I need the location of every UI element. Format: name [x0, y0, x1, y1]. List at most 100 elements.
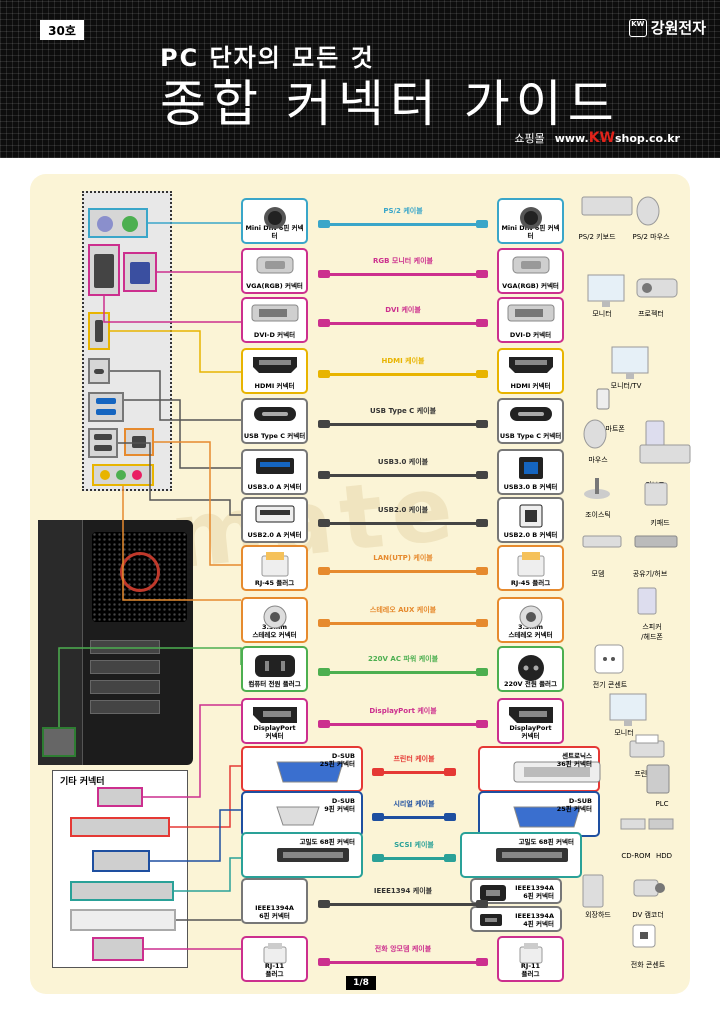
device-label: 프린터 — [634, 770, 654, 778]
connector-icon — [518, 456, 544, 484]
cable-plug — [318, 519, 330, 527]
left-connector: DVI-D 커넥터 — [241, 297, 308, 343]
device-label: 프로젝터 — [638, 310, 664, 318]
device-label: 스마트폰 — [599, 425, 625, 433]
right-connector: USB Type C 커넥터 — [497, 398, 564, 444]
expansion-slot — [90, 640, 160, 654]
brand-name: 강원전자 — [650, 19, 706, 37]
device-label: PLC — [655, 800, 669, 808]
cable-label: DisplayPort 케이블 — [369, 707, 437, 715]
cable-label: HDMI 케이블 — [381, 357, 425, 365]
cable-plug — [476, 220, 488, 228]
left-connector: DisplayPort 커넥터 — [241, 698, 308, 744]
connector-icon — [518, 943, 544, 969]
right-connector: USB2.0 B 커넥터 — [497, 497, 564, 543]
connector-icon — [511, 255, 551, 279]
camcorder-icon — [632, 874, 666, 904]
cable-label: PS/2 케이블 — [383, 207, 423, 215]
connector-label: DisplayPort 커넥터 — [253, 724, 296, 740]
connector-icon — [478, 912, 504, 932]
connector-label: RJ-11 플러그 — [520, 962, 541, 978]
left-connector: Mini DIN 6핀 커넥터 — [241, 198, 308, 244]
connector-label: D-SUB 25핀 커넥터 — [556, 797, 592, 813]
connector-icon — [253, 653, 297, 683]
connector-icon — [262, 943, 288, 969]
cable-label: USB Type C 케이블 — [369, 407, 437, 415]
cable — [382, 857, 446, 860]
cable-label: 전화 앙모뎀 케이블 — [374, 945, 432, 953]
connector-label: DisplayPort 커넥터 — [509, 724, 552, 740]
connector-label: 고밀도 68핀 커넥터 — [299, 838, 355, 846]
cable-plug — [476, 270, 488, 278]
shop-url-suffix: shop.co.kr — [615, 132, 680, 145]
right-connector: Mini DIN 6핀 커넥터 — [497, 198, 564, 244]
page-title: 종합 커넥터 가이드 — [160, 75, 620, 133]
left-connector: USB3.0 A 커넥터 — [241, 449, 308, 495]
device-label: 공유기/허브 — [632, 570, 668, 578]
typec-port-block — [88, 358, 110, 384]
connector-label: USB2.0 A 커넥터 — [247, 531, 302, 539]
cable-plug — [476, 567, 488, 575]
right-connector-top: IEEE1394A 6핀 커넥터 — [470, 878, 562, 904]
connector-label: USB2.0 B 커넥터 — [503, 531, 558, 539]
cable-plug — [476, 720, 488, 728]
speaker-icon — [636, 586, 658, 620]
cable — [328, 223, 478, 226]
cable-plug — [444, 768, 456, 776]
cable — [328, 522, 478, 525]
cable — [328, 474, 478, 477]
psu-inlet — [42, 727, 76, 757]
issue-number: 30호 — [40, 20, 84, 40]
connector-label: 고밀도 68핀 커넥터 — [518, 838, 574, 846]
left-connector: RJ-45 플러그 — [241, 545, 308, 591]
device-label: 모니터 — [614, 729, 634, 737]
right-connector: RJ-11 플러그 — [497, 936, 564, 982]
keypad-icon — [644, 482, 668, 510]
expansion-slot — [90, 700, 160, 714]
connector-icon — [507, 304, 555, 326]
right-connector-bottom: IEEE1394A 4핀 커넥터 — [470, 906, 562, 932]
mouse-icon — [635, 196, 661, 230]
phone-outlet-icon — [632, 924, 656, 952]
router-icon — [634, 533, 678, 553]
device-label: 키패드 — [650, 519, 670, 527]
cable-plug — [444, 813, 456, 821]
connector-label: Mini DIN 6핀 커넥터 — [245, 224, 304, 240]
connector-icon — [478, 883, 508, 907]
connector-label: RJ-45 플러그 — [510, 579, 551, 587]
modem-icon — [582, 533, 622, 553]
left-connector: IEEE1394A 6핀 커넥터 — [241, 878, 308, 924]
cable-plug — [476, 319, 488, 327]
cable — [328, 622, 478, 625]
monitor-icon — [608, 692, 648, 732]
cable — [328, 961, 478, 964]
connector-icon — [519, 504, 543, 532]
connector-label: VGA(RGB) 커넥터 — [246, 282, 303, 290]
left-connector: D-SUB 9핀 커넥터 — [241, 791, 363, 837]
right-connector: 고밀도 68핀 커넥터 — [460, 832, 582, 878]
cable-plug — [476, 900, 488, 908]
connector-label: Mini DIN 6핀 커넥터 — [501, 224, 560, 240]
plc-icon — [646, 764, 670, 798]
left-connector: HDMI 커넥터 — [241, 348, 308, 394]
vga-port-block — [123, 252, 157, 292]
cable-plug — [476, 668, 488, 676]
ps2-port-block — [88, 208, 148, 238]
connector-icon — [260, 552, 290, 582]
outlet-icon — [594, 644, 624, 678]
connector-label: D-SUB 25핀 커넥터 — [319, 752, 355, 768]
connector-label: IEEE1394A 6핀 커넥터 — [515, 884, 554, 900]
cable-plug — [372, 768, 384, 776]
left-connector: USB2.0 A 커넥터 — [241, 497, 308, 543]
dvi-port-block — [88, 244, 120, 296]
other-connectors-title: 기타 커넥터 — [60, 777, 105, 787]
shop-url[interactable]: www.KWshop.co.kr — [555, 130, 680, 146]
connector-icon — [494, 846, 570, 868]
rj11-port — [92, 937, 144, 961]
cable-plug — [318, 471, 330, 479]
scsi-port — [70, 881, 174, 901]
shop-label: 쇼핑몰 — [514, 132, 545, 145]
left-connector: 고밀도 68핀 커넥터 — [241, 832, 363, 878]
expansion-slot — [90, 680, 160, 694]
cable-label: USB2.0 케이블 — [377, 506, 429, 514]
